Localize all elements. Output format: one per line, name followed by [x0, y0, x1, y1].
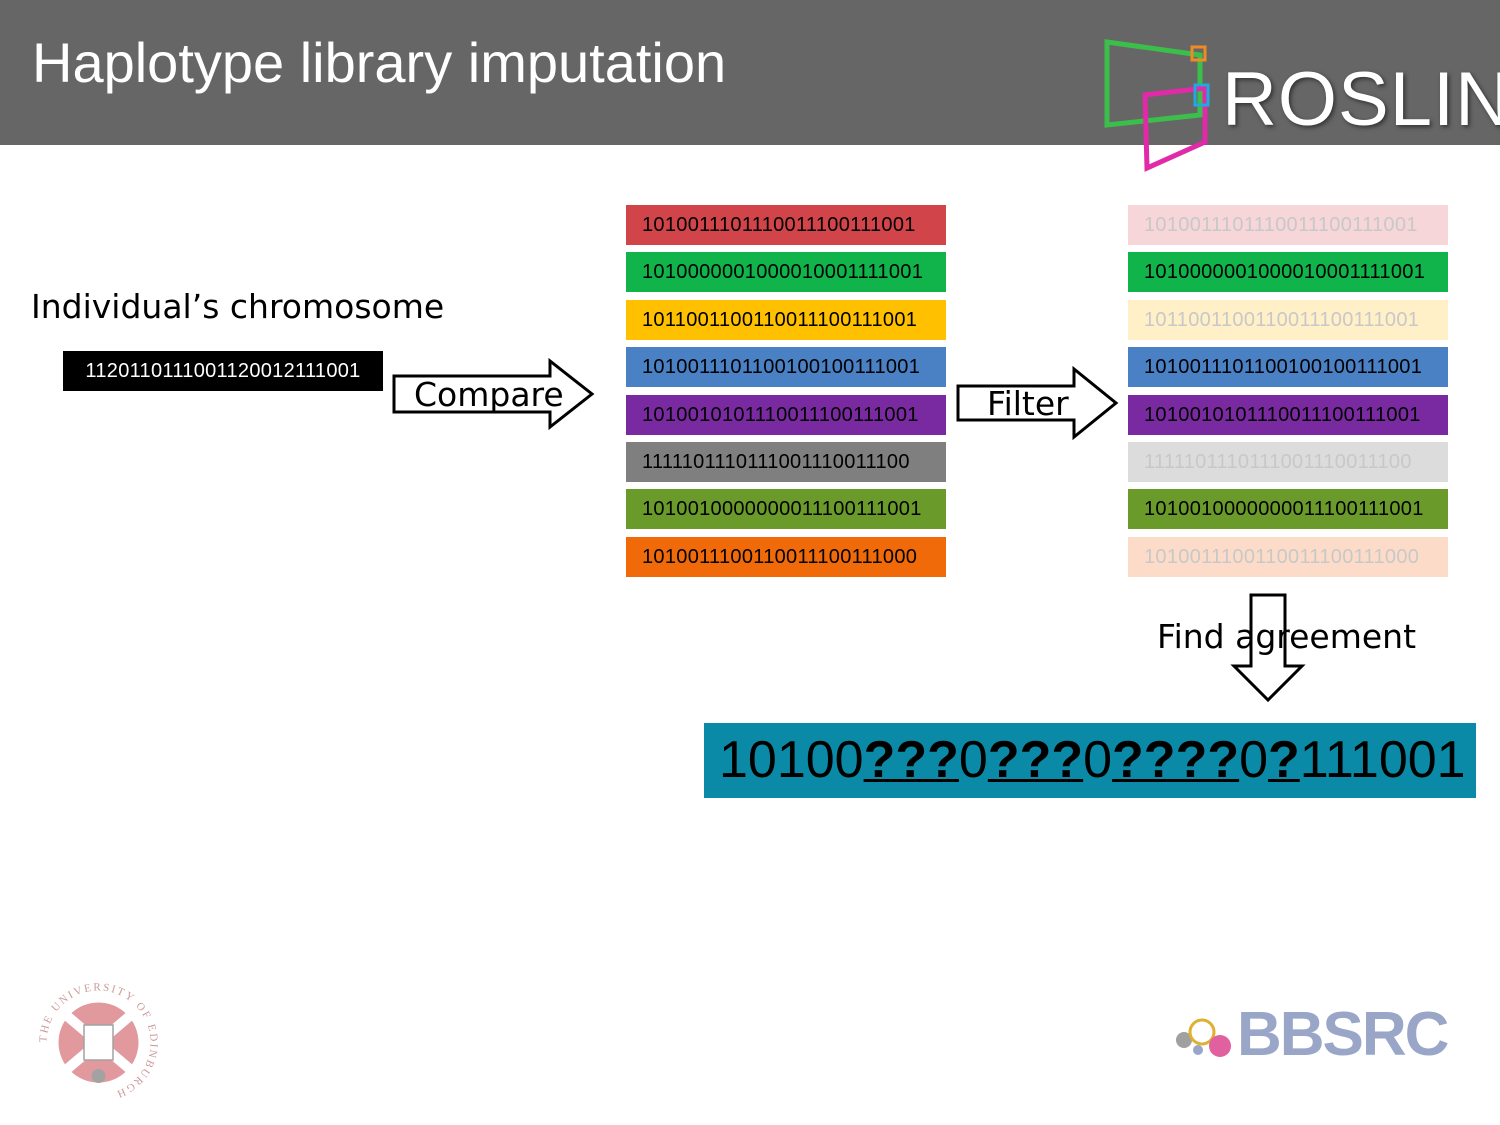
filtered-haplotype-row: 1010000001000010001111001 [1128, 252, 1448, 293]
header-bar [0, 0, 1500, 145]
filtered-haplotype-row: 1010011101110011100111001 [1128, 205, 1448, 245]
library-haplotype-row: 1010000001000010001111001 [626, 252, 946, 293]
bbsrc-logo-text: BBSRC [1237, 1000, 1449, 1069]
unknown-segment: ???? [1112, 731, 1240, 789]
imputed-result-sequence: 10100???0???0????0?111001 [719, 730, 1466, 790]
known-segment: 10100 [719, 731, 864, 789]
filtered-haplotype-row: 1010011101100100100111001 [1128, 347, 1448, 388]
filtered-haplotypes: 1010011101110011100111001 101000000100001… [1128, 205, 1448, 584]
library-haplotype-row: 1010011100110011100111000 [626, 536, 946, 577]
filtered-haplotype-row: 1111101110111001110011100 [1128, 441, 1448, 482]
known-segment: 0 [958, 731, 988, 789]
imputed-result-box [704, 723, 1476, 798]
individual-label: Individual’s chromosome [31, 287, 445, 326]
known-segment: 0 [1239, 731, 1269, 789]
compare-label: Compare [414, 375, 564, 414]
library-haplotype-row: 1010010000000011100111001 [626, 489, 946, 530]
library-haplotype-row: 1010010101110011100111001 [626, 394, 946, 435]
filtered-haplotype-row: 1011001100110011100111001 [1128, 299, 1448, 340]
individual-sequence: 1120110111001120012111001 [63, 351, 383, 391]
compare-arrow-icon [392, 358, 595, 430]
unknown-segment: ? [1268, 731, 1300, 789]
find-agreement-label: Find agreement [1157, 617, 1417, 656]
library-haplotype-row: 1010011101100100100111001 [626, 347, 946, 388]
roslin-logo-icon [1104, 39, 1210, 172]
library-haplotype-row: 1011001100110011100111001 [626, 299, 946, 340]
slide-title: Haplotype library imputation [32, 31, 727, 94]
unknown-segment: ??? [863, 731, 959, 789]
find-agreement-arrow-icon [1230, 593, 1306, 703]
bbsrc-logo-icon [1176, 1018, 1231, 1057]
filter-arrow-icon [956, 366, 1119, 440]
filter-label: Filter [987, 384, 1069, 423]
library-haplotype-row: 1111101110111001110011100 [626, 441, 946, 482]
known-segment: 111001 [1299, 731, 1466, 789]
filtered-haplotype-row: 1010010101110011100111001 [1128, 394, 1448, 435]
haplotype-library: 1010011101110011100111001 101000000100001… [626, 205, 946, 584]
unknown-segment: ??? [987, 731, 1084, 789]
university-of-edinburgh-logo-icon: THE UNIVERSITY OF EDINBURGH [37, 981, 157, 1100]
filtered-haplotype-row: 1010010000000011100111001 [1128, 489, 1448, 530]
library-haplotype-row: 1010011101110011100111001 [626, 205, 946, 245]
known-segment: 0 [1083, 731, 1113, 789]
roslin-logo-text: ROSLIN [1222, 57, 1500, 142]
filtered-haplotype-row: 1010011100110011100111000 [1128, 536, 1448, 577]
